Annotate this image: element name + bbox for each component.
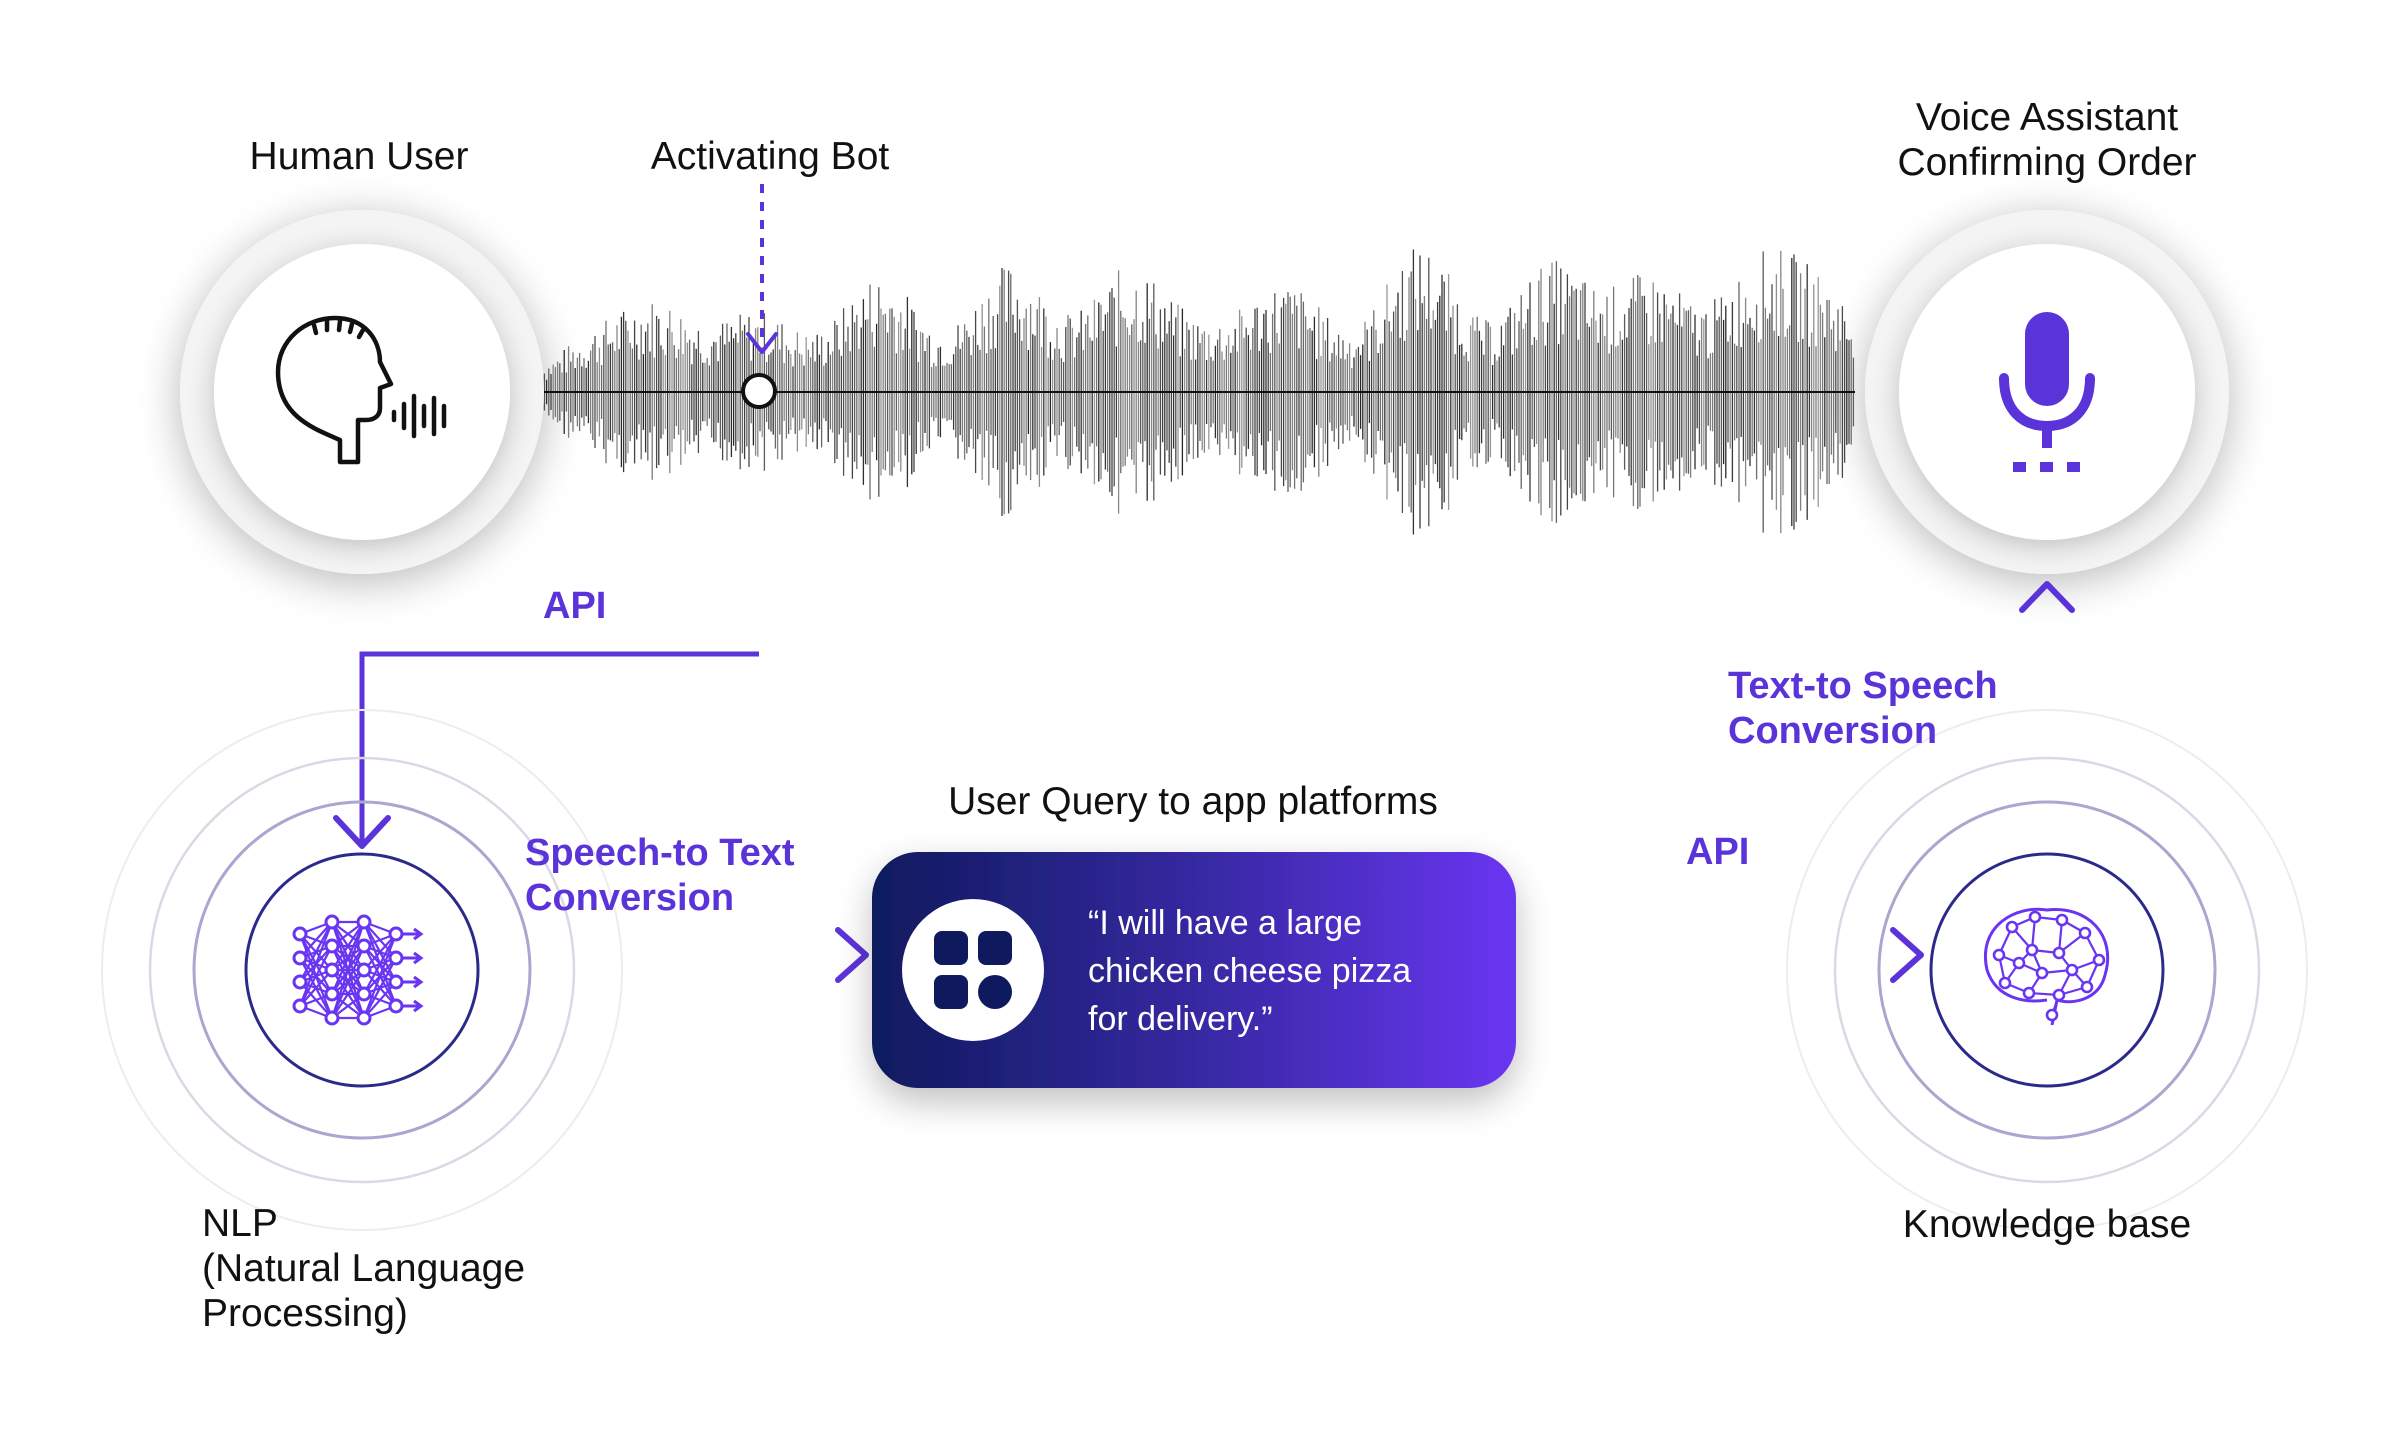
api-connector-left [333, 407, 762, 849]
speaking-head-icon [275, 315, 447, 465]
knowledge-base-label: Knowledge base [1902, 1203, 2192, 1246]
app-grid-icon [934, 931, 1012, 1009]
voice-assistant-label: Voice Assistant Confirming Order [1897, 95, 2196, 185]
nlp-label-line1: NLP [202, 1202, 278, 1245]
nlp-label-line3: Processing) [202, 1292, 408, 1335]
text-to-speech-arrow [2019, 581, 2075, 800]
sound-waveform [539, 249, 1855, 535]
query-quote: “I will have a large chicken cheese pizz… [1088, 899, 1411, 1043]
api-arrow-right [1540, 927, 1924, 983]
query-quote-line2: chicken cheese pizza [1088, 952, 1412, 990]
human-user-node [180, 210, 544, 574]
nlp-node [101, 709, 623, 1231]
speech-to-text-label: Speech-to Text Conversion [525, 831, 795, 921]
speech-to-text-label-line2: Conversion [525, 877, 735, 919]
text-to-speech-label: Text-to Speech Conversion [1728, 664, 1998, 754]
text-to-speech-label-line2: Conversion [1728, 710, 1938, 752]
query-quote-line3: for delivery.” [1088, 1000, 1273, 1038]
human-user-label: Human User [249, 135, 469, 178]
user-query-card [872, 852, 1516, 1088]
microphone-icon [1999, 312, 2095, 472]
user-query-title: User Query to app platforms [948, 780, 1438, 823]
brain-network-icon [1984, 907, 2110, 1026]
activating-bot-pointer [741, 184, 778, 409]
neural-network-icon [292, 914, 424, 1026]
activating-bot-label: Activating Bot [650, 135, 890, 178]
speech-to-text-label-line1: Speech-to Text [525, 832, 795, 874]
query-quote-line1: “I will have a large [1088, 904, 1363, 942]
voice-assistant-node [1865, 210, 2229, 574]
api-label-right: API [1686, 831, 1750, 873]
api-label-left: API [543, 585, 607, 627]
speech-to-text-arrow [530, 927, 869, 983]
nlp-label: NLP (Natural Language Processing) [202, 1201, 525, 1336]
voice-assistant-label-line1: Voice Assistant [1915, 96, 2179, 139]
voice-assistant-label-line2: Confirming Order [1897, 141, 2197, 184]
text-to-speech-label-line1: Text-to Speech [1728, 665, 1998, 707]
nlp-label-line2: (Natural Language [202, 1247, 526, 1290]
